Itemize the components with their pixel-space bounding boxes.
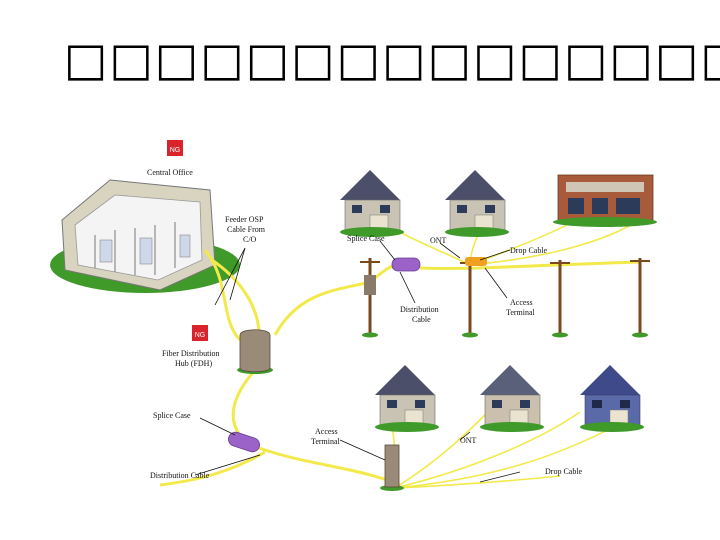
label-distribution-cable-top-1: Distribution — [400, 305, 439, 314]
label-feeder-line2: Cable From — [227, 225, 266, 234]
house-top-1 — [340, 170, 404, 237]
label-distribution-cable-top-2: Cable — [412, 315, 431, 324]
house-bottom-3 — [580, 365, 644, 432]
svg-text:NG: NG — [170, 147, 181, 154]
store-top — [553, 175, 657, 227]
ftth-network-diagram: NG — [40, 100, 680, 515]
house-bottom-2 — [480, 365, 544, 432]
label-drop-cable-top: Drop Cable — [510, 246, 548, 255]
central-office-building — [50, 180, 240, 293]
aerial-cable — [420, 262, 640, 269]
svg-text:NG: NG — [195, 332, 206, 339]
label-access-terminal-top-1: Access — [510, 298, 533, 307]
pole-mount-terminal — [364, 275, 376, 295]
label-ont-bottom: ONT — [460, 436, 477, 445]
office-logo-icon: NG — [167, 140, 183, 156]
label-access-terminal-bottom-2: Terminal — [311, 437, 341, 446]
house-top-2 — [445, 170, 509, 237]
fiber-distribution-hub — [237, 330, 273, 374]
fdh-logo-icon: NG — [192, 325, 208, 341]
label-fdh-line1: Fiber Distribution — [162, 349, 220, 358]
title-bar: □□□□□□□□□□□□□□□□ — [0, 30, 720, 110]
label-access-terminal-bottom-1: Access — [315, 427, 338, 436]
slide-title: □□□□□□□□□□□□□□□□ — [64, 32, 720, 86]
label-feeder-line1: Feeder OSP — [225, 215, 264, 224]
house-bottom-1 — [375, 365, 439, 432]
bottom-to-left — [160, 452, 265, 485]
label-drop-cable-bottom: Drop Cable — [545, 467, 583, 476]
label-splice-case-top: Splice Case — [347, 234, 385, 243]
label-distribution-cable-bottom: Distribution Cable — [150, 471, 210, 480]
splice-case-top — [392, 258, 420, 271]
label-access-terminal-top-2: Terminal — [506, 308, 536, 317]
label-ont-top: ONT — [430, 236, 447, 245]
label-fdh-line2: Hub (FDH) — [175, 359, 212, 368]
label-feeder-line3: C/O — [243, 235, 257, 244]
fdh-to-top-distribution — [275, 282, 370, 335]
pole-grass — [362, 333, 648, 338]
label-central-office: Central Office — [147, 168, 193, 177]
label-splice-case-bottom: Splice Case — [153, 411, 191, 420]
fiber-cables — [160, 250, 640, 485]
